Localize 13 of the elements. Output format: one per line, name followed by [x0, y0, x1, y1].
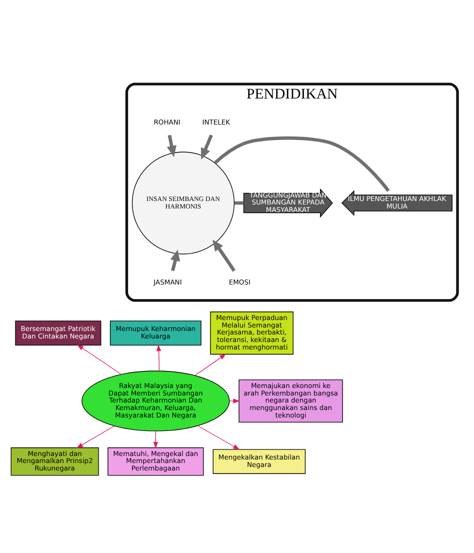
- arrow: [229, 398, 240, 403]
- arrow: [153, 430, 158, 448]
- arrow: [166, 134, 176, 157]
- arrow: [156, 344, 162, 371]
- connector: [214, 136, 390, 192]
- arrow: [76, 344, 122, 374]
- arrow: [194, 353, 226, 376]
- arrow: [212, 239, 236, 272]
- arrow: [197, 424, 240, 450]
- arrow: [76, 425, 115, 448]
- arrow: [170, 249, 180, 271]
- arrow: [200, 134, 213, 160]
- connector: [234, 200, 244, 204]
